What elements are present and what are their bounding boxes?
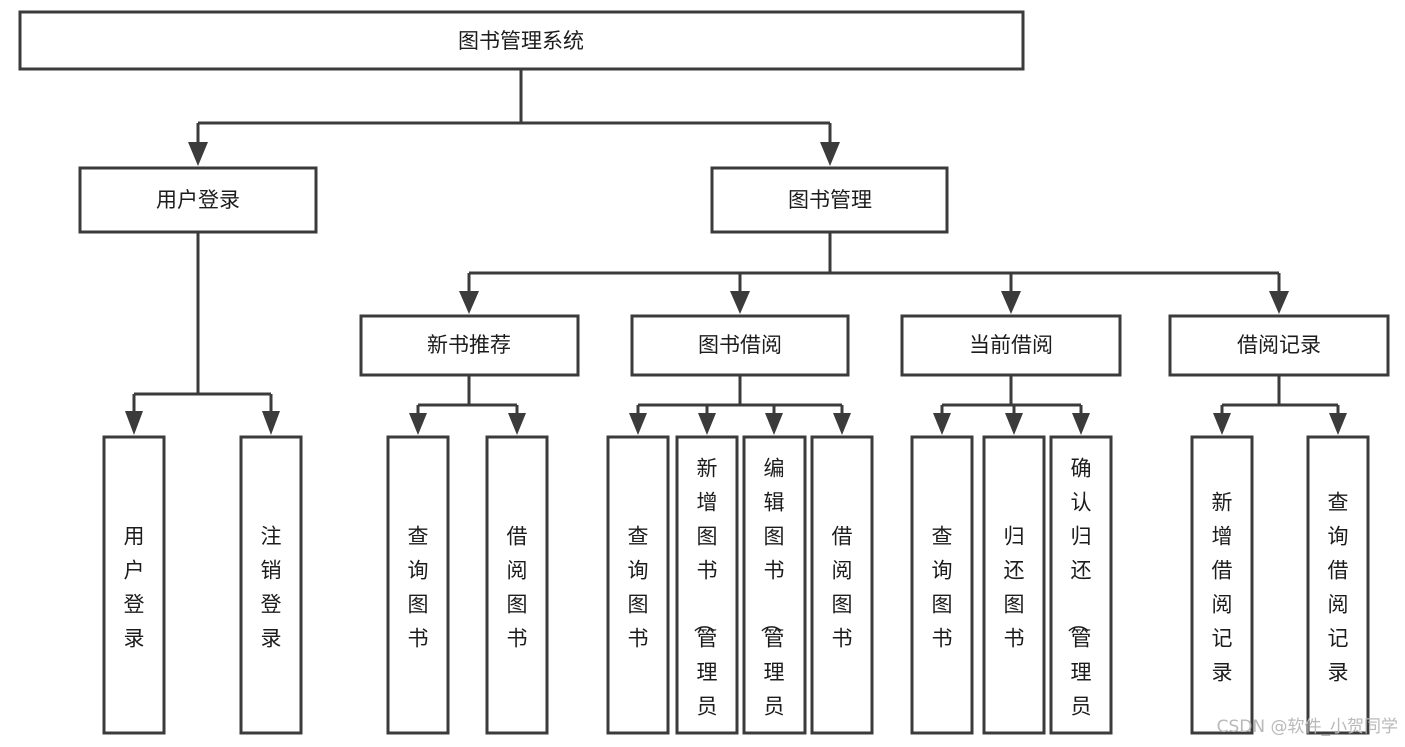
node-leaf-borrow-book-recommend-label: 借阅图书 — [507, 525, 528, 651]
node-leaf-confirm-return-rect[interactable] — [1049, 435, 1113, 735]
arrowhead-leaf-add-borrow-record — [1213, 413, 1231, 435]
arrowhead-current-borrow — [1001, 291, 1021, 314]
node-leaf-add-book-label: 新增图书（管理员） — [692, 457, 718, 747]
node-leaf-borrow-book-recommend-rect[interactable] — [485, 435, 549, 735]
node-leaf-return-book-rect[interactable] — [982, 435, 1046, 735]
node-leaf-query-borrow-record[interactable]: 查询借阅记录 — [1306, 435, 1370, 735]
node-user-login[interactable]: 用户登录 — [78, 166, 318, 234]
node-leaf-query-book-current[interactable]: 查询图书 — [910, 435, 974, 735]
node-leaf-add-book-rect[interactable] — [675, 435, 739, 735]
arrowhead-leaf-query-borrow-record — [1329, 413, 1347, 435]
node-leaf-edit-book-label: 编辑图书（管理员） — [759, 457, 785, 747]
arrowhead-leaf-edit-book — [765, 413, 783, 435]
node-leaf-borrow-book[interactable]: 借阅图书 — [810, 435, 874, 735]
node-new-book-recommend[interactable]: 新书推荐 — [359, 314, 580, 377]
node-borrow-record-rect[interactable] — [1168, 314, 1390, 377]
node-leaf-confirm-return-label: 确认归还（管理员） — [1066, 457, 1092, 747]
arrowhead-book-manage — [820, 142, 840, 166]
node-book-borrow-label: 图书借阅 — [698, 333, 782, 357]
node-root-rect[interactable] — [18, 10, 1025, 71]
node-book-borrow[interactable]: 图书借阅 — [630, 314, 850, 377]
node-layer: 图书管理系统 用户登录 图书管理 新书推荐 图书借阅 当前 — [18, 10, 1390, 747]
arrowhead-leaf-query-book-current — [933, 413, 951, 435]
node-leaf-query-book-current-rect[interactable] — [910, 435, 974, 735]
node-leaf-query-book-recommend[interactable]: 查询图书 — [386, 435, 450, 735]
arrowhead-leaf-query-book-recommend — [409, 413, 427, 435]
arrowhead-leaf-user-logout — [262, 411, 280, 435]
node-leaf-add-borrow-record-rect[interactable] — [1190, 435, 1254, 735]
node-leaf-edit-book-rect[interactable] — [742, 435, 807, 735]
node-current-borrow[interactable]: 当前借阅 — [900, 314, 1122, 377]
arrowhead-leaf-query-book-borrow — [629, 413, 647, 435]
arrowhead-new-book-recommend — [459, 291, 479, 314]
arrowhead-leaf-user-login — [125, 411, 143, 435]
node-leaf-add-borrow-record[interactable]: 新增借阅记录 — [1190, 435, 1254, 735]
node-book-manage-label: 图书管理 — [788, 188, 872, 212]
node-leaf-add-book[interactable]: 新增图书（管理员） — [675, 435, 739, 747]
node-leaf-user-logout-rect[interactable] — [239, 435, 303, 735]
node-book-borrow-rect[interactable] — [630, 314, 850, 377]
arrowhead-user-login — [188, 142, 208, 166]
node-leaf-confirm-return[interactable]: 确认归还（管理员） — [1049, 435, 1113, 747]
node-book-manage[interactable]: 图书管理 — [710, 166, 949, 234]
node-leaf-user-logout-label: 注销登录 — [261, 525, 282, 651]
node-leaf-edit-book[interactable]: 编辑图书（管理员） — [742, 435, 807, 747]
node-leaf-query-borrow-record-rect[interactable] — [1306, 435, 1370, 735]
node-borrow-record-label: 借阅记录 — [1237, 333, 1321, 357]
node-leaf-query-book-borrow-label: 查询图书 — [628, 525, 649, 651]
node-leaf-query-book-recommend-rect[interactable] — [386, 435, 450, 735]
node-leaf-user-logout[interactable]: 注销登录 — [239, 435, 303, 735]
arrowhead-leaf-confirm-return — [1072, 413, 1090, 435]
node-leaf-borrow-book-recommend[interactable]: 借阅图书 — [485, 435, 549, 735]
arrowhead-leaf-return-book — [1005, 413, 1023, 435]
node-leaf-query-book-borrow-rect[interactable] — [606, 435, 670, 735]
node-leaf-return-book[interactable]: 归还图书 — [982, 435, 1046, 735]
csdn-watermark: CSDN @软件_小贺同学 — [1217, 717, 1398, 737]
node-root[interactable]: 图书管理系统 — [18, 10, 1025, 71]
arrowhead-borrow-record — [1269, 291, 1289, 314]
node-current-borrow-rect[interactable] — [900, 314, 1122, 377]
node-user-login-label: 用户登录 — [156, 188, 240, 212]
node-borrow-record[interactable]: 借阅记录 — [1168, 314, 1390, 377]
arrowhead-leaf-borrow-book — [833, 413, 851, 435]
node-book-manage-rect[interactable] — [710, 166, 949, 234]
node-leaf-query-book-current-label: 查询图书 — [932, 525, 953, 651]
connector-layer — [125, 69, 1347, 435]
node-leaf-query-book-recommend-label: 查询图书 — [408, 525, 429, 651]
node-leaf-user-login-label: 用户登录 — [124, 525, 145, 651]
node-leaf-query-borrow-record-label: 查询借阅记录 — [1328, 491, 1349, 685]
node-leaf-borrow-book-label: 借阅图书 — [832, 525, 853, 651]
node-leaf-borrow-book-rect[interactable] — [810, 435, 874, 735]
node-user-login-rect[interactable] — [78, 166, 318, 234]
node-root-label: 图书管理系统 — [458, 29, 584, 53]
node-leaf-return-book-label: 归还图书 — [1004, 525, 1025, 651]
arrowhead-leaf-add-book — [698, 413, 716, 435]
node-new-book-recommend-rect[interactable] — [359, 314, 580, 377]
node-leaf-user-login-rect[interactable] — [102, 435, 166, 735]
arrowhead-book-borrow — [730, 291, 750, 314]
node-current-borrow-label: 当前借阅 — [969, 333, 1053, 357]
node-leaf-query-book-borrow[interactable]: 查询图书 — [606, 435, 670, 735]
node-leaf-add-borrow-record-label: 新增借阅记录 — [1212, 491, 1233, 685]
node-leaf-user-login[interactable]: 用户登录 — [102, 435, 166, 735]
node-new-book-recommend-label: 新书推荐 — [427, 333, 511, 357]
arrowhead-leaf-borrow-book-recommend — [508, 413, 526, 435]
